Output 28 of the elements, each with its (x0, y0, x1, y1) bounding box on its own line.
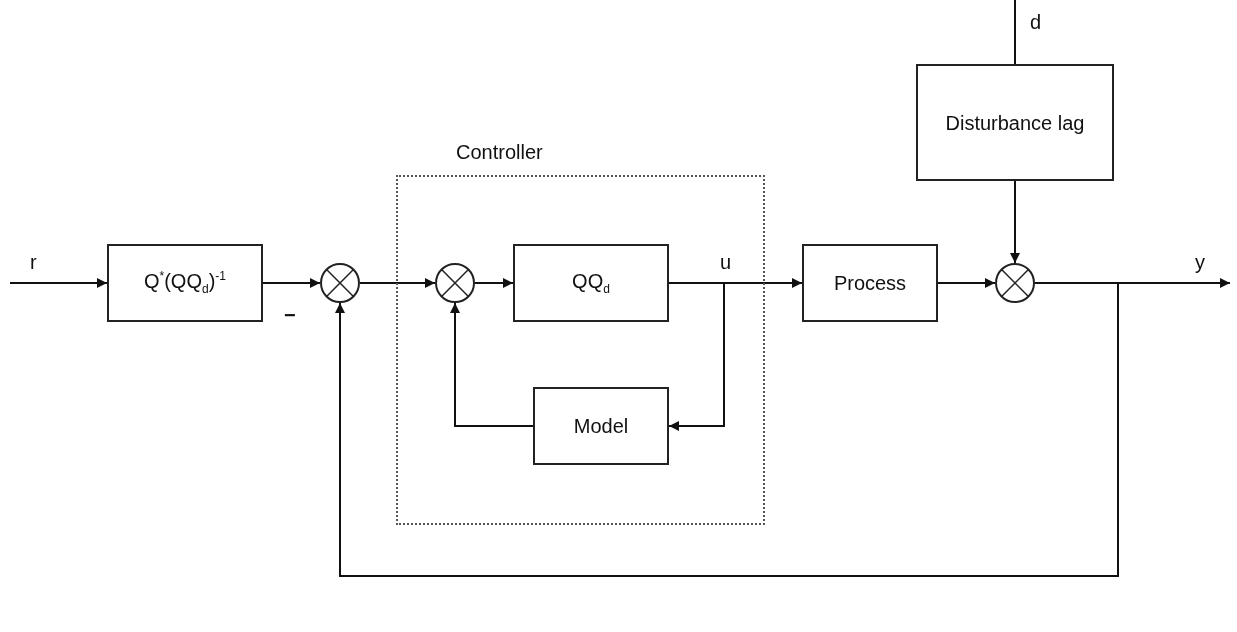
block-label: Q$^{*}$(QQ$_{d}$)$^{-1}$ (143, 269, 226, 297)
signal-arrow (1010, 180, 1020, 264)
signal-arrow (9, 278, 108, 288)
signal-arrow (668, 282, 725, 431)
block-label: QQ$_{d}$ (572, 269, 610, 297)
block-label: Model (573, 414, 629, 438)
block-box (107, 244, 263, 322)
signal-arrow (335, 282, 1119, 577)
block-box (802, 244, 938, 322)
signal-label: d (1030, 12, 1042, 32)
signal-label: r (30, 252, 37, 272)
group-heading: Controller (456, 141, 543, 164)
signal-arrow (474, 278, 514, 288)
block-box (916, 64, 1114, 181)
sign-label: − (284, 305, 296, 325)
signal-arrow (359, 278, 436, 288)
summing-junction (995, 263, 1035, 303)
block-box (513, 244, 669, 322)
signal-arrow (262, 278, 321, 288)
block-label: Disturbance lag (945, 110, 1085, 135)
summing-junction (435, 263, 475, 303)
signal-arrow (937, 278, 996, 288)
block-label: Process (833, 271, 907, 295)
signal-arrow (450, 302, 534, 427)
summing-junction (320, 263, 360, 303)
signal-label: u (720, 252, 732, 272)
signal-label: y (1195, 252, 1205, 272)
block-box (533, 387, 669, 465)
